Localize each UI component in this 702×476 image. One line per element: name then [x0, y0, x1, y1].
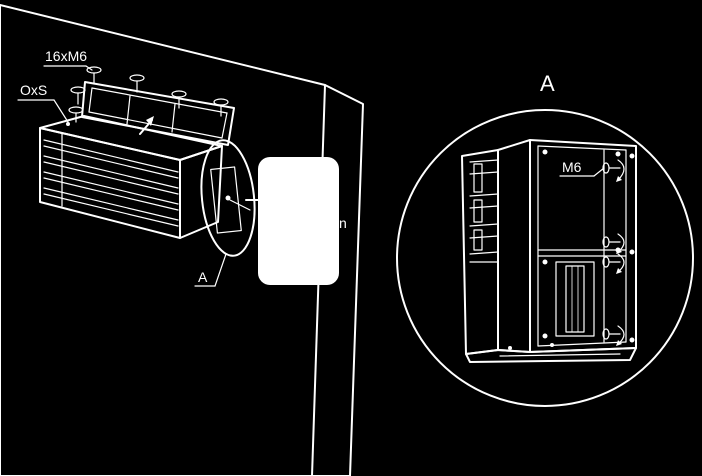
- detail-screw-icon: [602, 159, 625, 346]
- size-label: OxS: [20, 82, 47, 98]
- leader-size: [17, 99, 70, 126]
- detail-circle: [396, 109, 694, 407]
- detail-ref-label: A: [198, 269, 208, 285]
- detail-frame: [461, 139, 637, 363]
- screw-icon: [68, 66, 229, 123]
- cut-glyph: n: [339, 215, 347, 231]
- leader-detail: [194, 253, 227, 287]
- leader-detail-screw: [559, 167, 605, 177]
- mounting-frame: [81, 81, 235, 146]
- detail-title: A: [540, 71, 555, 96]
- detail-screw-label: M6: [562, 159, 582, 175]
- screws-label: 16xM6: [45, 48, 87, 64]
- leader-screws: [43, 65, 93, 71]
- controller-panel: [245, 157, 339, 285]
- heater-unit: [39, 115, 223, 239]
- detail-callout: [200, 139, 256, 257]
